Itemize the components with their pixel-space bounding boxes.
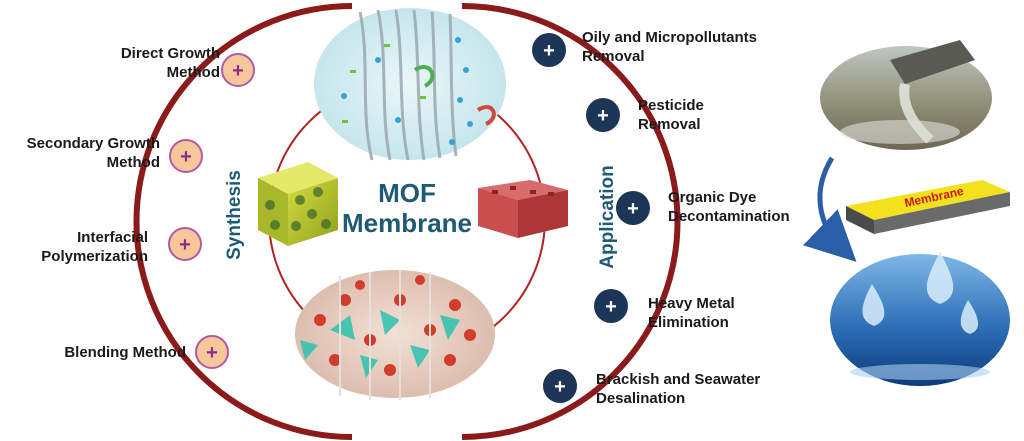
synthesis-bullet: + (169, 139, 203, 173)
application-desalination: Brackish and Seawater Desalination (596, 371, 761, 407)
plus-icon: + (180, 146, 192, 168)
plus-icon: + (597, 105, 609, 127)
application-bullet: + (616, 191, 650, 225)
flow-arrow (803, 156, 857, 262)
plus-icon: + (232, 60, 244, 82)
application-bullet: + (532, 33, 566, 67)
plus-icon: + (554, 376, 566, 398)
synthesis-bullet: + (195, 335, 229, 369)
center-title: MOF Membrane (330, 178, 484, 238)
application-organic-dye: Organic Dye Decontamination (668, 189, 790, 225)
synthesis-method-interfacial: Interfacial Polymerization (41, 229, 148, 265)
synthesis-bullets: + + + + (168, 53, 255, 369)
plus-icon: + (179, 234, 191, 256)
wastewater-image (820, 40, 992, 150)
synthesis-bullet: + (221, 53, 255, 87)
synthesis-method-blending: Blending Method (64, 344, 186, 361)
top-membrane-image (314, 8, 506, 161)
synthesis-bullet: + (168, 227, 202, 261)
application-label: Application (597, 165, 618, 269)
membrane-layer-image (846, 180, 1010, 234)
center-title-line2: Membrane (341, 208, 473, 238)
application-bullet: + (543, 369, 577, 403)
application-oily-micropollutants: Oily and Micropollutants Removal (582, 29, 758, 65)
synthesis-method-direct-growth: Direct Growth Method (120, 45, 220, 81)
clean-water-image (830, 252, 1010, 386)
synthesis-method-secondary-growth: Secondary Growth Method (26, 135, 160, 171)
plus-icon: + (605, 296, 617, 318)
synthesis-cube-image (258, 162, 338, 246)
outer-ring (133, 3, 681, 440)
bottom-crystal-image (295, 270, 495, 400)
synthesis-label: Synthesis (224, 170, 245, 260)
application-bullet: + (594, 289, 628, 323)
application-bullet: + (586, 98, 620, 132)
application-heavy-metal: Heavy Metal Elimination (648, 295, 735, 331)
center-title-line1: MOF (378, 178, 436, 208)
application-bullets: + + + + + (532, 33, 650, 403)
membrane-surface-image (478, 180, 568, 238)
application-pesticide: Pesticide Removal (638, 97, 704, 133)
plus-icon: + (543, 40, 555, 62)
plus-icon: + (627, 198, 639, 220)
plus-icon: + (206, 342, 218, 364)
